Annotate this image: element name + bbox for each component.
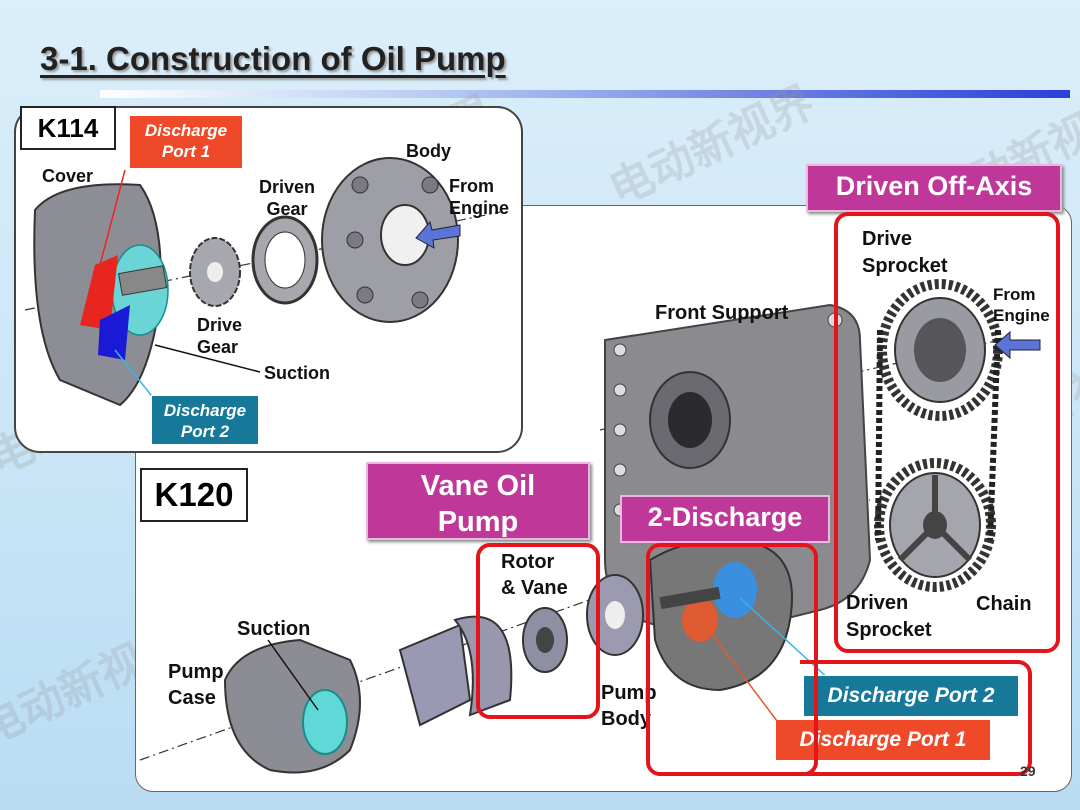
two-discharge-label: 2-Discharge	[620, 495, 830, 543]
two-discharge-highlight	[646, 543, 818, 776]
page-title: 3-1. Construction of Oil Pump	[40, 40, 506, 77]
driven-off-axis-highlight	[834, 212, 1060, 653]
suction-label: Suction	[264, 363, 330, 383]
driven-off-axis-label: Driven Off-Axis	[806, 164, 1062, 212]
k120-discharge-port-1-label: Discharge Port 1	[776, 720, 990, 760]
model-tag-k120: K120	[140, 468, 248, 522]
page-number: 29	[1020, 763, 1036, 779]
rotor-vane-label: Rotor& Vane	[501, 551, 568, 599]
rotor-vane-highlight	[476, 543, 600, 719]
k120-suction-label: Suction	[237, 618, 311, 640]
title-rule	[100, 90, 1070, 98]
body-label: Body	[406, 141, 451, 161]
cover-label: Cover	[42, 166, 94, 186]
chain-label: Chain	[976, 593, 1032, 615]
front-support-label: Front Support	[655, 302, 789, 324]
model-tag-k114: K114	[20, 106, 116, 150]
k120-discharge-port-2-label: Discharge Port 2	[803, 675, 1019, 717]
discharge-ports-highlight	[800, 660, 1032, 776]
